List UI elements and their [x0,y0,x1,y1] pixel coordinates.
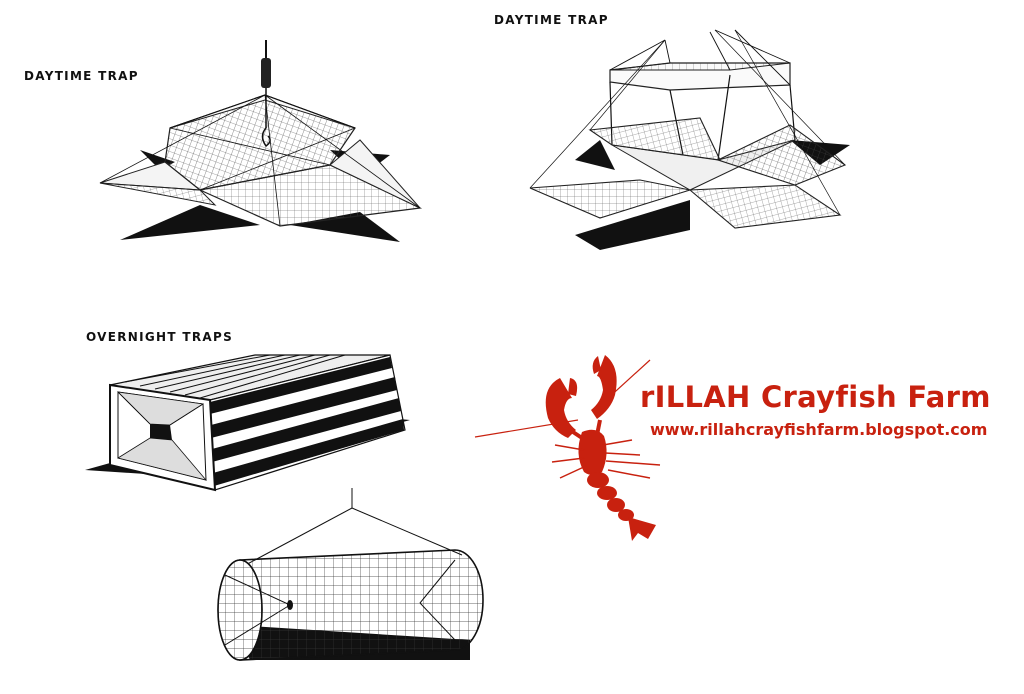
label-daytime-trap-left: DAYTIME TRAP [24,69,139,83]
brand-name: rILLAH Crayfish Farm [640,380,991,414]
label-daytime-trap-right: DAYTIME TRAP [494,13,609,27]
brand-url: www.rillahcrayfishfarm.blogspot.com [650,420,988,439]
label-overnight-traps: OVERNIGHT TRAPS [86,330,234,344]
